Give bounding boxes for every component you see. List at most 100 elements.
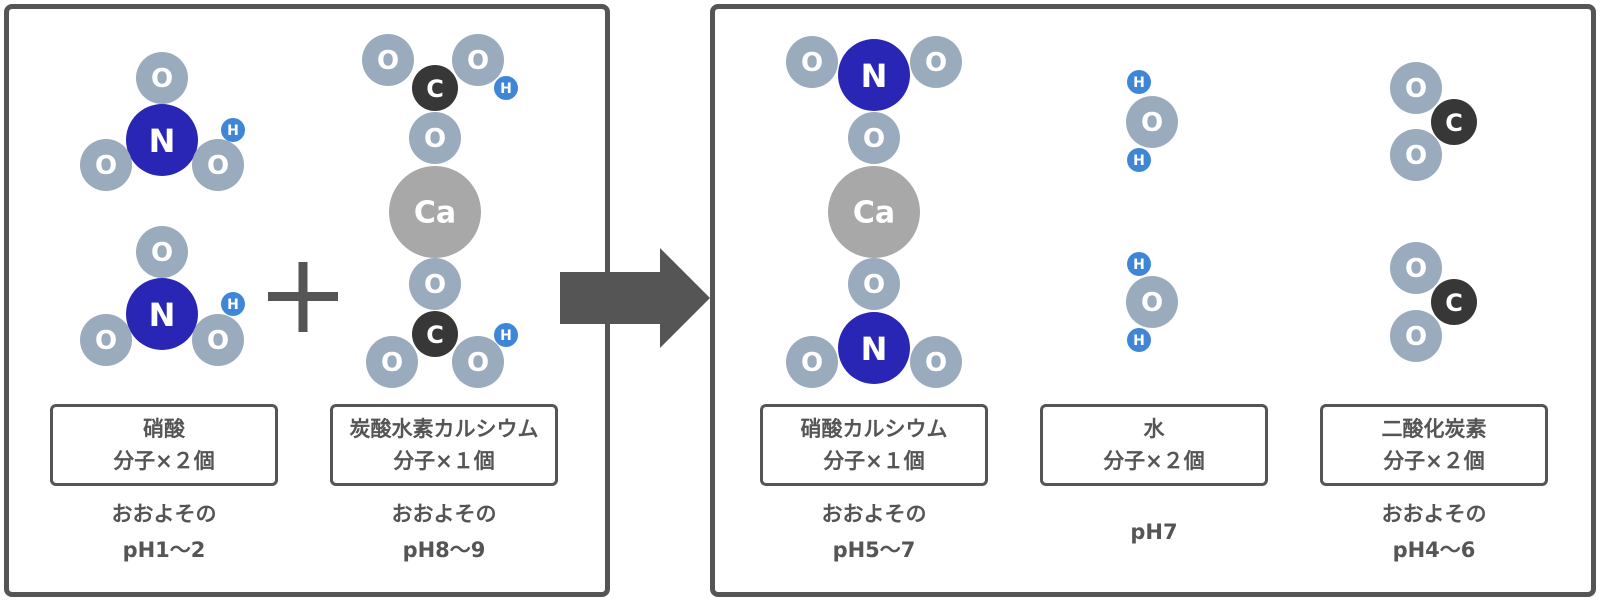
carbon-atom-circle: [1431, 279, 1477, 325]
hydrogen-atom-circle: [221, 118, 245, 142]
calcium-nitrate-ph-prefix: おおよその: [821, 502, 927, 526]
oxygen-atom-circle: [786, 36, 838, 88]
calcium-nitrate-count: 分子×１個: [823, 449, 925, 473]
nitrogen-atom: N: [126, 278, 198, 350]
nitric-acid-count: 分子×２個: [113, 449, 215, 473]
oxygen-atom-circle: [192, 139, 244, 191]
hydrogen-atom: H: [221, 118, 245, 142]
hydrogen-atom-circle: [1127, 70, 1151, 94]
oxygen-atom-label: O: [925, 348, 947, 378]
oxygen-atom-circle: [1390, 242, 1442, 294]
oxygen-atom-circle: [366, 336, 418, 388]
reaction-arrow: [560, 248, 710, 348]
oxygen-atom-circle: [1390, 310, 1442, 362]
carbon-atom-circle: [412, 311, 458, 357]
carbon-dioxide-label-box: 二酸化炭素 分子×２個: [1320, 404, 1548, 486]
carbon-atom-label: C: [426, 321, 444, 349]
carbon-atom-circle: [412, 65, 458, 111]
oxygen-atom: O: [409, 258, 461, 310]
oxygen-atom-label: O: [925, 48, 947, 78]
hydrogen-atom-label: H: [227, 297, 239, 313]
oxygen-atom: O: [910, 36, 962, 88]
carbon-atom: C: [412, 311, 458, 357]
oxygen-atom-label: O: [801, 48, 823, 78]
oxygen-atom: O: [786, 36, 838, 88]
hydrogen-atom-label: H: [1133, 153, 1145, 169]
oxygen-atom-label: O: [801, 348, 823, 378]
calcium-nitrate-name: 硝酸カルシウム: [800, 417, 948, 441]
oxygen-atom-circle: [910, 36, 962, 88]
calcium-atom: Ca: [389, 166, 481, 258]
hydrogen-atom: H: [1127, 148, 1151, 172]
oxygen-atom-circle: [452, 336, 504, 388]
hydrogen-atom-circle: [1127, 148, 1151, 172]
nitrogen-atom-label: N: [149, 122, 176, 160]
oxygen-atom-label: O: [467, 348, 489, 378]
calcium-atom-label: Ca: [853, 196, 895, 231]
calcium-nitrate-label-box: 硝酸カルシウム 分子×１個: [760, 404, 988, 486]
oxygen-atom-label: O: [1405, 141, 1427, 171]
water-name: 水: [1143, 417, 1165, 441]
oxygen-atom-circle: [80, 314, 132, 366]
oxygen-atom-circle: [362, 34, 414, 86]
nitrogen-atom-label: N: [149, 296, 176, 334]
carbon-atom-circle: [1431, 99, 1477, 145]
oxygen-atom-circle: [192, 314, 244, 366]
hydrogen-atom-label: H: [1133, 75, 1145, 91]
hydrogen-atom: H: [1127, 70, 1151, 94]
oxygen-atom: O: [192, 314, 244, 366]
nitrogen-atom-label: N: [861, 330, 888, 368]
nitrogen-atom-circle: [838, 312, 910, 384]
oxygen-atom-label: O: [1141, 288, 1163, 318]
oxygen-atom-circle: [1390, 62, 1442, 114]
nitrogen-atom-label: N: [861, 57, 888, 95]
hydrogen-atom-circle: [221, 292, 245, 316]
water-label-box: 水 分子×２個: [1040, 404, 1268, 486]
hydrogen-atom-label: H: [1133, 257, 1145, 273]
carbon-atom: C: [1431, 99, 1477, 145]
nitrogen-atom-circle: [126, 278, 198, 350]
oxygen-atom: O: [910, 336, 962, 388]
oxygen-atom-label: O: [151, 238, 173, 268]
calcium-bicarbonate-label-box: 炭酸水素カルシウム 分子×１個: [330, 404, 558, 486]
nitric-acid-label-box: 硝酸 分子×２個: [50, 404, 278, 486]
water-ph: pH7: [1040, 496, 1268, 568]
oxygen-atom-label: O: [1405, 254, 1427, 284]
nitric-acid-ph-prefix: おおよその: [111, 502, 217, 526]
oxygen-atom-label: O: [1405, 74, 1427, 104]
oxygen-atom-label: O: [381, 348, 403, 378]
nitric-acid-ph-value: pH1〜2: [122, 538, 206, 562]
water-count: 分子×２個: [1103, 449, 1205, 473]
hydrogen-atom-circle: [494, 76, 518, 100]
nitric-acid-ph: おおよその pH1〜2: [50, 496, 278, 568]
carbon-dioxide-ph: おおよその pH4〜6: [1320, 496, 1548, 568]
oxygen-atom: O: [1390, 242, 1442, 294]
calcium-nitrate-ph-value: pH5〜7: [832, 538, 916, 562]
nitrogen-atom: N: [126, 104, 198, 176]
calcium-atom: Ca: [828, 166, 920, 258]
oxygen-atom-circle: [1126, 276, 1178, 328]
carbon-dioxide-count: 分子×２個: [1383, 449, 1485, 473]
oxygen-atom: O: [786, 336, 838, 388]
oxygen-atom-circle: [1390, 129, 1442, 181]
nitrogen-atom-circle: [126, 104, 198, 176]
carbon-atom-label: C: [1445, 289, 1463, 317]
oxygen-atom-label: O: [863, 270, 885, 300]
oxygen-atom-label: O: [863, 124, 885, 154]
oxygen-atom-circle: [910, 336, 962, 388]
nitrogen-atom: N: [838, 39, 910, 111]
oxygen-atom: O: [1390, 310, 1442, 362]
carbon-atom: C: [412, 65, 458, 111]
oxygen-atom: O: [848, 258, 900, 310]
hydrogen-atom-label: H: [500, 328, 512, 344]
oxygen-atom-label: O: [207, 326, 229, 356]
calcium-bicarbonate-ph-prefix: おおよその: [391, 502, 497, 526]
hydrogen-atom: H: [221, 292, 245, 316]
oxygen-atom: O: [366, 336, 418, 388]
oxygen-atom: O: [452, 34, 504, 86]
oxygen-atom: O: [409, 112, 461, 164]
hydrogen-atom-circle: [1127, 252, 1151, 276]
calcium-bicarbonate-count: 分子×１個: [393, 449, 495, 473]
